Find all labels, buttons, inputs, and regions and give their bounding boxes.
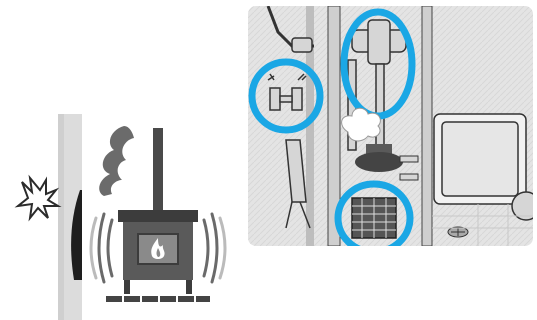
home-plumbing-cutaway-icon — [248, 6, 533, 246]
crack-burst-icon — [18, 178, 58, 218]
plumbing-illustration — [248, 6, 533, 246]
wood-stove-icon — [0, 100, 240, 320]
smoke-icon — [99, 126, 134, 196]
bathtub-icon — [434, 114, 533, 220]
stovepipe — [153, 128, 163, 210]
stove-illustration — [0, 100, 240, 320]
brick-hearth — [106, 296, 210, 302]
stacked-bricks-icon — [352, 198, 396, 238]
